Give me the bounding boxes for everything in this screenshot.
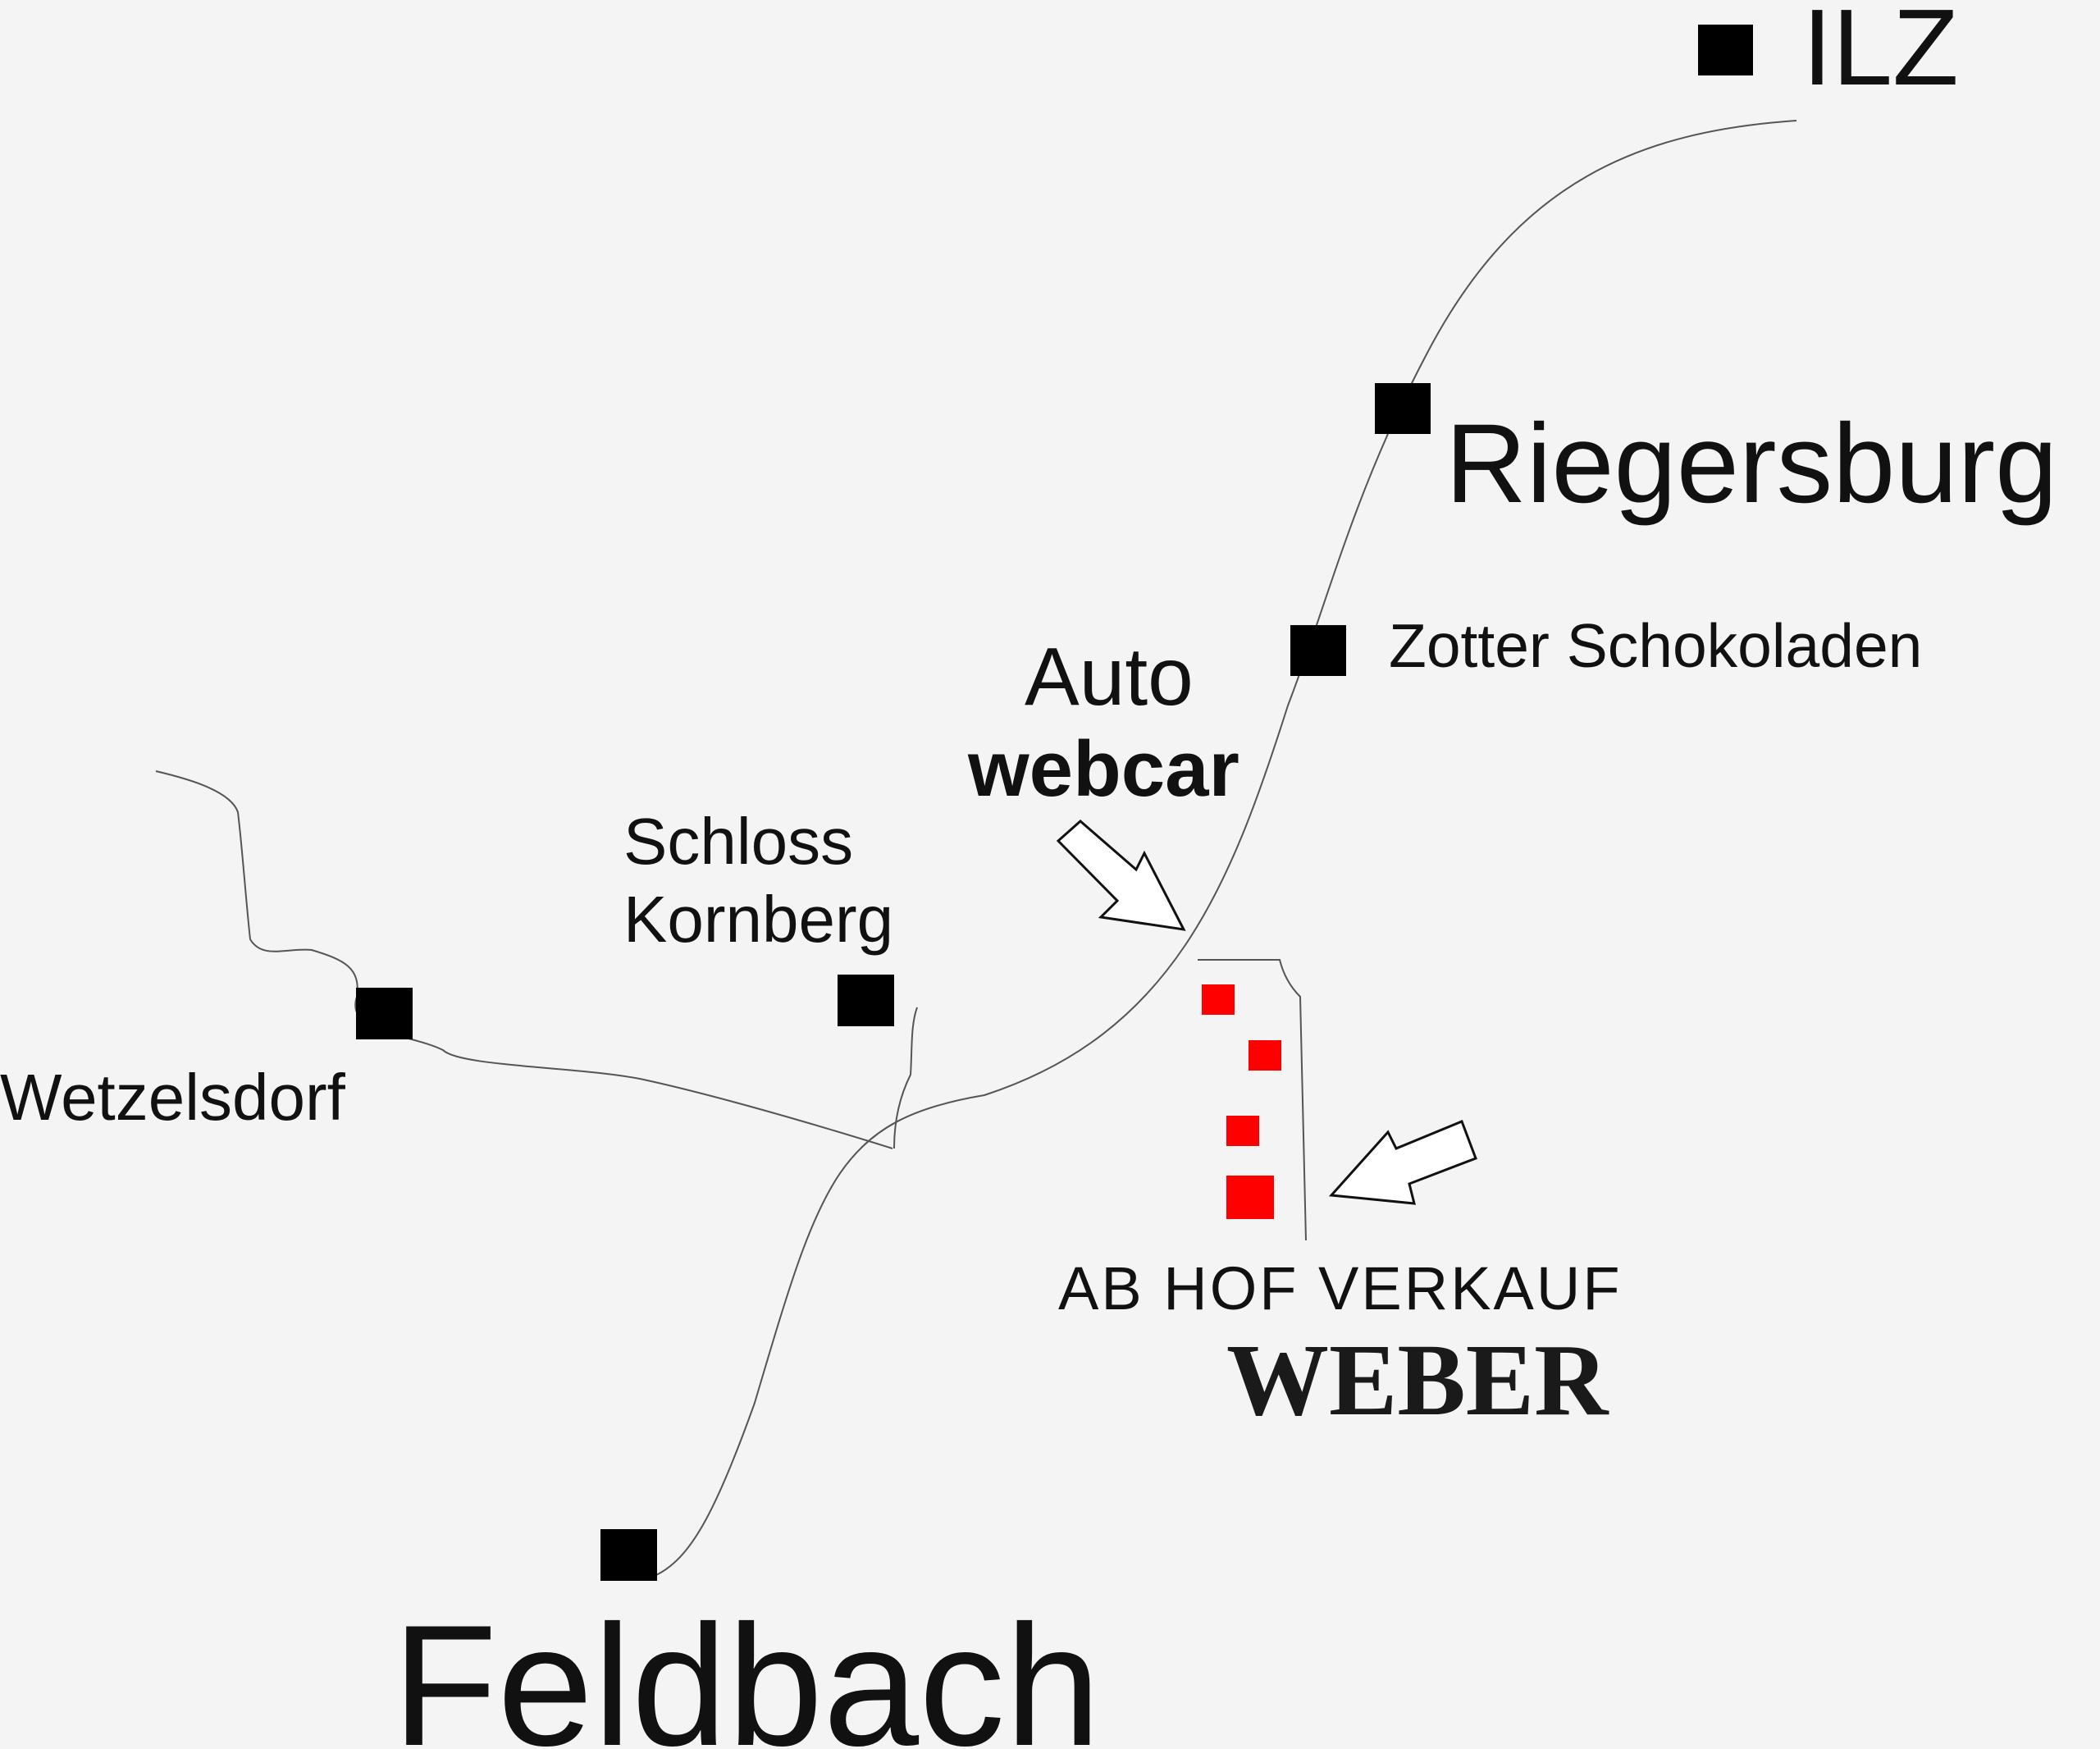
farm-access-road (1198, 959, 1307, 1241)
auto-label: Auto (1025, 631, 1194, 723)
farm-building-icon (1226, 1116, 1259, 1146)
main-road (655, 120, 1797, 1576)
feldbach-label: Feldbach (392, 1589, 1101, 1749)
wetzelsdorf-marker-icon (356, 988, 413, 1039)
riegersburg-marker-icon (1375, 383, 1431, 434)
farm-building-icon (1226, 1176, 1274, 1219)
weber-label: WEBER (1226, 1324, 1609, 1437)
zotter-label: Zotter Schokoladen (1389, 611, 1922, 680)
road-to-kornberg (893, 1007, 918, 1149)
zotter-marker-icon (1290, 625, 1346, 676)
kornberg-label: Kornberg (623, 883, 893, 956)
wetzelsdorf-label: Wetzelsdorf (0, 1061, 346, 1134)
ab-hof-verkauf-label: AB HOF VERKAUF (1058, 1254, 1623, 1322)
feldbach-marker-icon (600, 1529, 657, 1581)
arrow-to-webcar-icon (1056, 820, 1186, 931)
kornberg-marker-icon (838, 975, 894, 1026)
arrow-to-farm-icon (1328, 1120, 1477, 1205)
farm-building-icon (1249, 1040, 1281, 1071)
riegersburg-label: Riegersburg (1445, 401, 2057, 527)
webcar-label: webcar (967, 725, 1239, 813)
schloss-label: Schloss (623, 805, 853, 878)
ilz-label: ILZ (1802, 0, 1959, 107)
ilz-marker-icon (1698, 25, 1753, 75)
farm-building-icon (1202, 984, 1235, 1015)
